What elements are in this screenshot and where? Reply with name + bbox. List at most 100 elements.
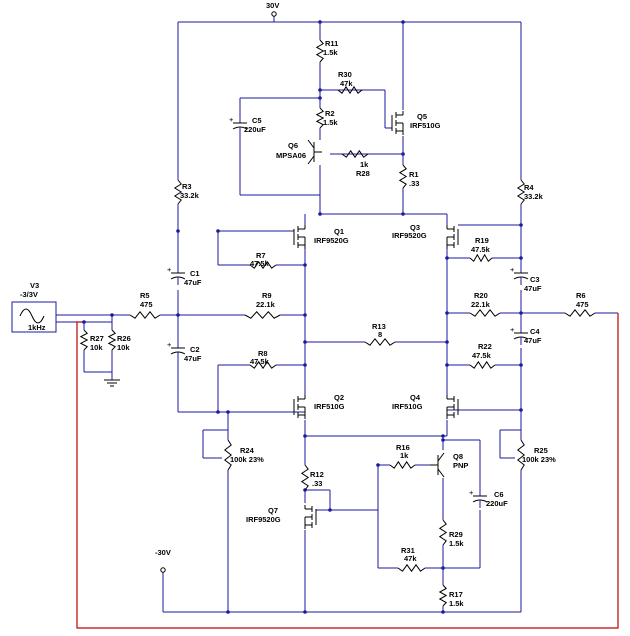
label-c1-value: 47uF bbox=[184, 278, 202, 287]
label-q7-ref: Q7 bbox=[268, 506, 278, 515]
label-r1-value: .33 bbox=[409, 179, 419, 188]
q8-transistor bbox=[430, 452, 445, 478]
r4-resistor bbox=[516, 179, 526, 205]
label-r26-ref: R26 bbox=[117, 334, 131, 343]
q5-transistor bbox=[391, 111, 404, 135]
negative-rail: -30V bbox=[155, 548, 171, 573]
label-c5-ref: C5 bbox=[252, 116, 262, 125]
label-r3-value: 33.2k bbox=[180, 191, 200, 200]
svg-text:+: + bbox=[510, 325, 515, 334]
svg-text:+: + bbox=[167, 340, 172, 349]
label-r6-ref: R6 bbox=[576, 291, 586, 300]
r31-resistor bbox=[397, 563, 426, 573]
label-r22-value: 47.5k bbox=[472, 351, 492, 360]
r2-resistor bbox=[315, 107, 325, 129]
positive-rail: 30V bbox=[266, 1, 279, 17]
r12-resistor bbox=[300, 464, 310, 491]
wires bbox=[60, 12, 618, 613]
label-r7-ref: R7 bbox=[256, 251, 266, 260]
label-q5-ref: Q5 bbox=[417, 112, 427, 121]
label-r24-value: 100k 23% bbox=[230, 455, 264, 464]
r11-resistor bbox=[315, 39, 325, 63]
label-r4-value: 33.2k bbox=[524, 192, 544, 201]
q4-transistor bbox=[446, 395, 459, 419]
label-q7-part: IRF9520G bbox=[246, 515, 281, 524]
transistor-labels: Q5 IRF510G Q6 MPSA06 Q1 IRF9520G Q3 IRF9… bbox=[246, 112, 468, 524]
r22-resistor bbox=[469, 360, 496, 370]
label-c6-value: 220uF bbox=[486, 499, 508, 508]
signal-source: V3 -3/3V 1kHz bbox=[11, 281, 77, 333]
label-r12-value: .33 bbox=[312, 479, 322, 488]
label-q1-ref: Q1 bbox=[334, 227, 344, 236]
c1-capacitor: + bbox=[167, 265, 186, 285]
label-r20-value: 22.1k bbox=[471, 300, 491, 309]
q7-transistor bbox=[304, 505, 317, 529]
svg-text:+: + bbox=[510, 265, 515, 274]
r7-resistor bbox=[249, 260, 277, 270]
source-value: -3/3V bbox=[20, 290, 38, 299]
label-r31-value: 47k bbox=[404, 554, 417, 563]
label-r3-ref: R3 bbox=[182, 182, 192, 191]
r8-resistor bbox=[249, 360, 277, 370]
label-r19-value: 47.5k bbox=[471, 245, 491, 254]
r6-resistor bbox=[564, 308, 596, 318]
r9-resistor bbox=[244, 311, 281, 319]
source-freq: 1kHz bbox=[28, 323, 46, 332]
label-c4-ref: C4 bbox=[530, 327, 540, 336]
ground-icon bbox=[104, 379, 120, 387]
resistors bbox=[79, 39, 596, 607]
c2-capacitor: + bbox=[167, 340, 186, 360]
label-r26-value: 10k bbox=[117, 343, 130, 352]
label-r9-value: 22.1k bbox=[256, 300, 276, 309]
label-c5-value: 220uF bbox=[244, 125, 266, 134]
r30-resistor bbox=[337, 85, 363, 95]
label-q8-ref: Q8 bbox=[453, 452, 463, 461]
label-q2-ref: Q2 bbox=[334, 393, 344, 402]
label-c4-value: 47uF bbox=[524, 336, 542, 345]
label-c2-value: 47uF bbox=[184, 354, 202, 363]
label-c2-ref: C2 bbox=[190, 345, 200, 354]
label-r9-ref: R9 bbox=[262, 291, 272, 300]
negative-rail-label: -30V bbox=[155, 548, 171, 557]
label-r2-ref: R2 bbox=[325, 109, 335, 118]
r13-resistor bbox=[364, 337, 396, 347]
c4-capacitor: + bbox=[510, 325, 529, 345]
label-r28-ref: R28 bbox=[356, 169, 370, 178]
label-r11-value: 1.5k bbox=[323, 48, 338, 57]
label-c6-ref: C6 bbox=[494, 490, 504, 499]
transistors bbox=[293, 111, 459, 529]
label-r30-value: 47k bbox=[340, 79, 353, 88]
label-r25-value: 100k 23% bbox=[522, 455, 556, 464]
label-r13-ref: R13 bbox=[372, 322, 386, 331]
r19-resistor bbox=[469, 253, 493, 263]
label-c1-ref: C1 bbox=[190, 269, 200, 278]
label-q6-part: MPSA06 bbox=[276, 151, 306, 160]
r25-resistor bbox=[516, 439, 526, 471]
label-r6-value: 475 bbox=[576, 300, 589, 309]
q6-transistor bbox=[307, 139, 322, 165]
q1-transistor bbox=[293, 225, 306, 249]
svg-text:+: + bbox=[469, 488, 474, 497]
label-r31-ref: R31 bbox=[401, 546, 415, 555]
label-q3-part: IRF9520G bbox=[392, 231, 427, 240]
positive-rail-label: 30V bbox=[266, 1, 279, 10]
label-r27-value: 10k bbox=[90, 343, 103, 352]
label-q4-ref: Q4 bbox=[410, 393, 421, 402]
r20-resistor bbox=[469, 308, 501, 318]
label-r22-ref: R22 bbox=[478, 342, 492, 351]
label-r13-value: 8 bbox=[378, 330, 382, 339]
label-r27-ref: R27 bbox=[90, 334, 104, 343]
label-r19-ref: R19 bbox=[475, 236, 489, 245]
capacitor-labels: C5 220uF C1 47uF C2 47uF C3 47uF C4 47uF… bbox=[184, 116, 542, 508]
svg-text:+: + bbox=[229, 115, 234, 124]
label-c3-ref: C3 bbox=[530, 275, 540, 284]
r27-resistor bbox=[79, 329, 89, 351]
label-r24-ref: R24 bbox=[240, 446, 255, 455]
source-ref: V3 bbox=[30, 281, 39, 290]
r3-resistor bbox=[173, 179, 183, 205]
label-q8-part: PNP bbox=[453, 461, 468, 470]
label-r20-ref: R20 bbox=[474, 291, 488, 300]
label-q4-part: IRF510G bbox=[392, 402, 423, 411]
r26-resistor bbox=[107, 329, 117, 351]
